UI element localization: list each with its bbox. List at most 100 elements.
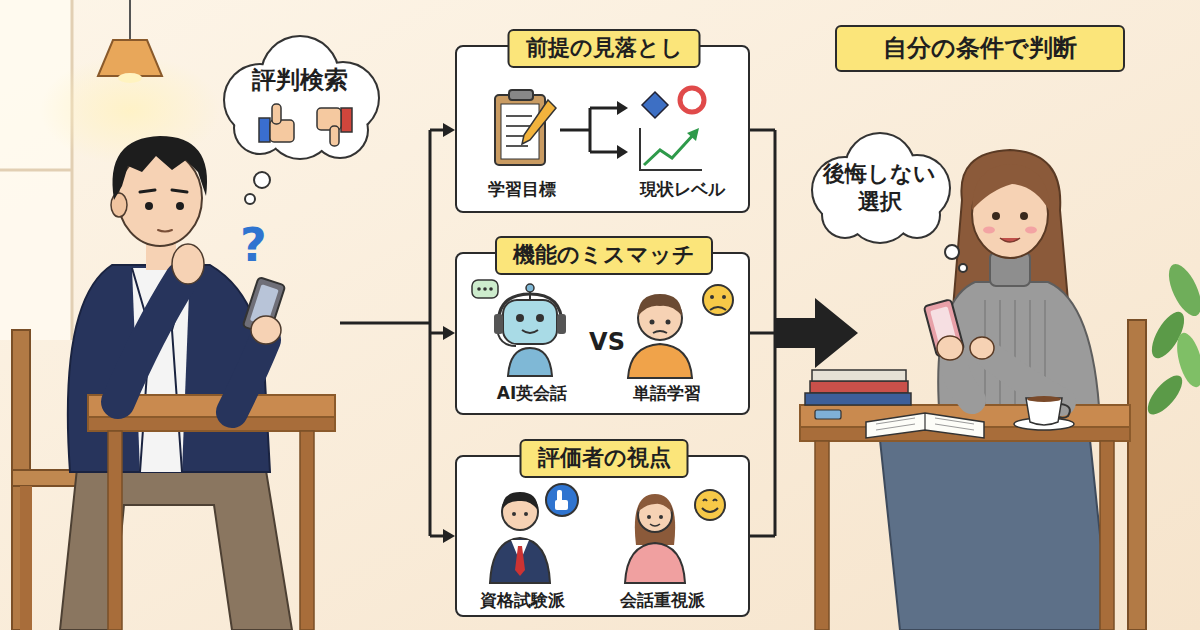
woman-figure [1020, 212, 1028, 220]
cloud-fill [225, 37, 378, 158]
issue-panel: 機能のミスマッチAI英会話VS単語学習 [455, 252, 750, 415]
level-icon [644, 134, 694, 165]
robot-icon [483, 287, 487, 291]
exam-person-icon [515, 546, 525, 576]
thought-cloud [215, 30, 385, 165]
man-figure [108, 431, 122, 630]
man-figure [158, 230, 172, 232]
man-figure [111, 193, 127, 217]
level-icon [642, 92, 668, 118]
learner-icon [638, 294, 682, 316]
talk-person-icon [625, 490, 725, 583]
learner-icon [710, 295, 714, 299]
woman-figure [983, 227, 995, 234]
man-figure [20, 486, 32, 630]
lamp [129, 0, 131, 40]
cloud-outline [813, 134, 949, 242]
woman-figure [937, 336, 963, 360]
man-figure [232, 340, 265, 412]
thumbs-down-icon [317, 108, 352, 146]
woman-figure [1128, 320, 1146, 630]
man-figure [12, 136, 335, 630]
clipboard-icon [495, 90, 556, 165]
robot-icon [498, 294, 562, 325]
arrowheads [443, 326, 455, 340]
woman-figure [1026, 398, 1062, 425]
exam-person-icon [524, 512, 528, 516]
man-figure [68, 265, 270, 472]
panel-heading: 前提の見落とし [508, 29, 701, 68]
split-arrow-icon [560, 108, 618, 152]
panel-ground [455, 45, 750, 617]
robot-icon [489, 287, 493, 291]
man-figure [118, 278, 182, 402]
robot-icon [536, 314, 544, 322]
background [0, 169, 72, 172]
woman-figure [992, 212, 1000, 220]
level-icon [640, 128, 702, 170]
thought-bubble: 後悔しない 選択 [805, 130, 955, 245]
lamp [118, 73, 142, 83]
talk-person-icon [659, 515, 663, 519]
robot-icon [516, 314, 524, 322]
learner-icon [653, 331, 667, 333]
man-figure [140, 190, 187, 192]
thumbs-up-icon [259, 118, 270, 142]
clipboard-icon [522, 100, 556, 144]
woman-figure [866, 413, 984, 438]
woman-figure [1025, 227, 1037, 234]
robot-icon [472, 280, 566, 376]
woman-figure [876, 418, 974, 430]
woman-figure [924, 413, 925, 430]
learner-icon [703, 285, 733, 315]
thought-trail [254, 172, 270, 188]
woman-figure [972, 164, 1050, 212]
level-icon [640, 88, 704, 170]
robot-icon [508, 348, 552, 376]
panel-ground [455, 455, 750, 617]
background [0, 0, 72, 340]
split-arrow-icon [617, 101, 628, 115]
issue-panel: 評価者の視点資格試験派会話重視派 [455, 455, 750, 617]
thumbs-up-icon [272, 104, 281, 124]
man-figure [176, 202, 184, 210]
conclusion-text: 自分の条件で判断 [883, 34, 1077, 63]
robot-icon [472, 280, 498, 298]
woman-figure [1059, 404, 1070, 418]
woman-figure [815, 441, 829, 630]
woman-figure [990, 356, 1062, 402]
icon-label: 会話重視派 [620, 590, 705, 611]
man-figure [172, 244, 204, 284]
robot-icon [522, 330, 538, 333]
arrowheads [443, 123, 455, 137]
plant [1162, 260, 1200, 321]
man-figure [112, 136, 207, 200]
icon-label: 現状レベル [640, 179, 725, 200]
thought-bubble: 評判検索 [215, 30, 385, 165]
bubble-text: 評判検索 [252, 66, 348, 95]
thought-trail [245, 172, 270, 204]
talk-person-icon [625, 543, 685, 583]
split-arrow-icon [560, 101, 628, 159]
exam-person-icon [557, 490, 562, 502]
learner-icon [722, 295, 726, 299]
woman-figure [970, 337, 994, 359]
panel-heading: 機能のミスマッチ [495, 236, 713, 275]
woman-figure [1027, 396, 1061, 402]
woman-figure [815, 410, 841, 419]
cloud-fill [813, 134, 949, 242]
arrowheads [443, 529, 455, 543]
plant [1142, 370, 1188, 420]
bubble-text: 後悔しない 選択 [821, 160, 940, 215]
arrowheads [775, 298, 858, 368]
plant [1142, 260, 1200, 420]
robot-icon [557, 314, 566, 334]
woman-figure [1100, 441, 1114, 630]
robot-icon [477, 287, 481, 291]
woman-figure [800, 150, 1146, 630]
